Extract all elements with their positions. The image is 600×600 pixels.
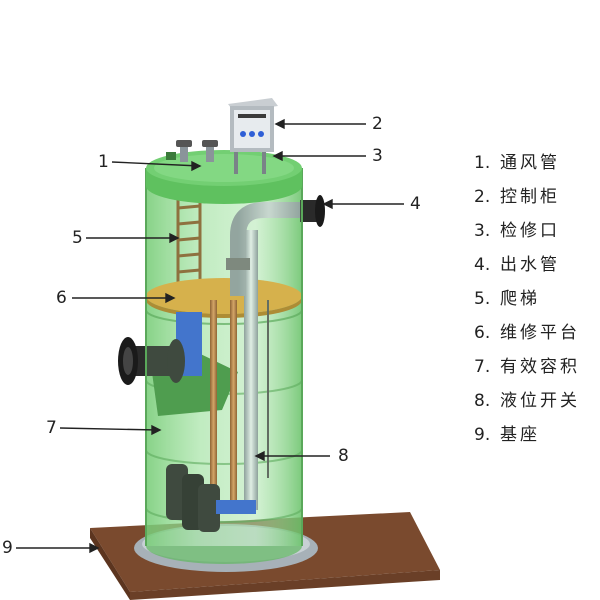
vent-pipes [166, 140, 218, 162]
arrow-7 [151, 424, 162, 436]
legend-item: 7. 有效容积 [474, 350, 598, 384]
arrow-4 [322, 198, 333, 210]
callout-4: 4 [410, 194, 421, 214]
callout-6: 6 [56, 288, 67, 308]
callout-1: 1 [98, 152, 109, 172]
control-cabinet [228, 98, 278, 174]
arrow-9 [89, 542, 100, 554]
legend-item: 2. 控制柜 [474, 180, 598, 214]
legend-item: 4. 出水管 [474, 248, 598, 282]
legend-label: 有效容积 [500, 357, 580, 377]
pumps [166, 464, 256, 532]
legend-number: 9. [474, 425, 491, 445]
callout-2: 2 [372, 114, 383, 134]
legend-label: 检修口 [500, 221, 560, 241]
leader-lines [16, 118, 404, 554]
legend-item: 9. 基座 [474, 418, 598, 452]
legend: 1. 通风管 2. 控制柜 3. 检修口 4. 出水管 5. 爬梯 6. 维修平台 7. 有效… [474, 146, 598, 452]
arrow-1 [191, 160, 202, 172]
arrow-2 [274, 118, 285, 130]
callout-5: 5 [72, 228, 83, 248]
legend-label: 基座 [500, 425, 540, 445]
legend-item: 5. 爬梯 [474, 282, 598, 316]
legend-number: 8. [474, 391, 491, 411]
arrow-3 [272, 150, 283, 162]
legend-number: 6. [474, 323, 491, 343]
callout-8: 8 [338, 446, 349, 466]
tank-shell [145, 168, 303, 546]
legend-number: 4. [474, 255, 491, 275]
legend-item: 6. 维修平台 [474, 316, 598, 350]
inlet-pipe [118, 337, 185, 385]
riser-pipes [210, 230, 258, 510]
legend-item: 3. 检修口 [474, 214, 598, 248]
callout-7: 7 [46, 418, 57, 438]
legend-number: 1. [474, 153, 491, 173]
legend-item: 8. 液位开关 [474, 384, 598, 418]
legend-number: 5. [474, 289, 491, 309]
legend-label: 出水管 [500, 255, 560, 275]
arrow-6 [165, 292, 176, 304]
callout-3: 3 [372, 146, 383, 166]
callout-9: 9 [2, 538, 13, 558]
legend-number: 2. [474, 187, 491, 207]
ladder [176, 192, 202, 282]
legend-item: 1. 通风管 [474, 146, 598, 180]
legend-label: 液位开关 [500, 391, 580, 411]
legend-number: 7. [474, 357, 491, 377]
legend-label: 爬梯 [500, 289, 540, 309]
arrow-5 [169, 232, 180, 244]
legend-label: 维修平台 [500, 323, 580, 343]
arrow-8 [254, 450, 265, 462]
legend-number: 3. [474, 221, 491, 241]
legend-label: 通风管 [500, 153, 560, 173]
outlet-pipe [226, 195, 325, 296]
legend-label: 控制柜 [500, 187, 560, 207]
